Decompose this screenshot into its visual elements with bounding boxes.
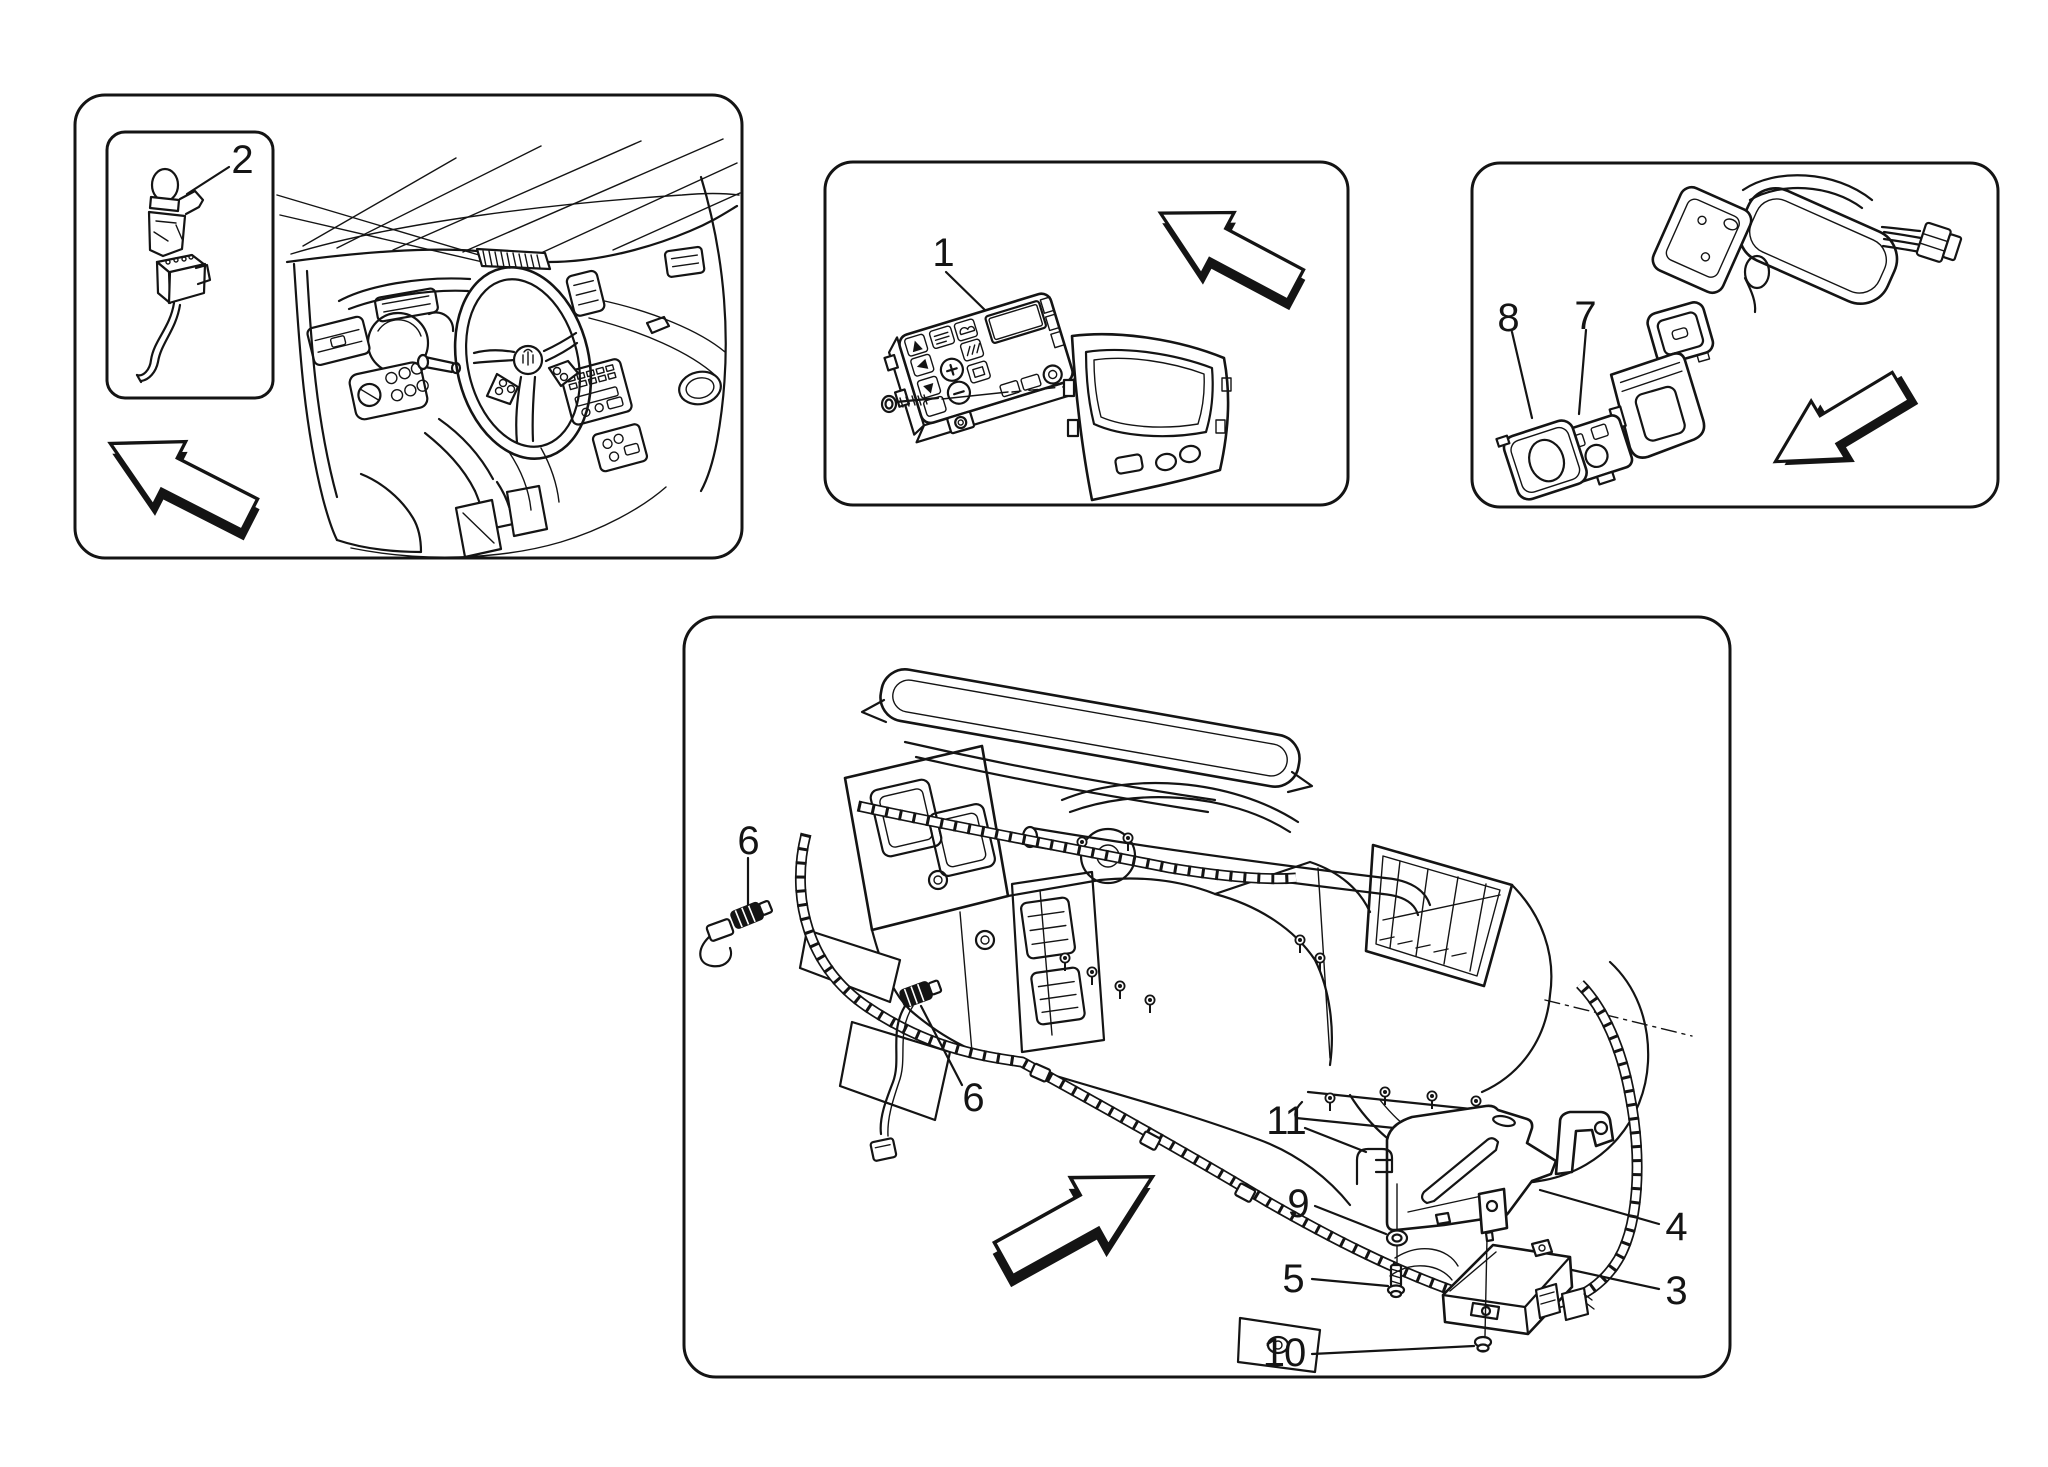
fastener-axis	[1484, 1237, 1488, 1337]
sensor-cover-8	[1495, 419, 1588, 501]
screw-axis	[941, 391, 1009, 400]
wiring-harness	[795, 800, 1643, 1312]
callout-9: 9	[1287, 1182, 1309, 1226]
clip-11	[1355, 1147, 1394, 1186]
callout-8-leader	[1510, 330, 1534, 420]
callout-5: 5	[1282, 1257, 1304, 1301]
screw-10	[1473, 1335, 1493, 1353]
callout-6-left: 6	[737, 819, 759, 863]
mirror-mount	[1651, 185, 1753, 295]
callout-6-right: 6	[962, 1076, 984, 1120]
mounting-ear	[946, 410, 976, 435]
callout-7: 7	[1574, 294, 1596, 338]
callout-2: 2	[231, 138, 253, 182]
grommet-9	[1385, 1229, 1409, 1247]
inset-box	[105, 130, 275, 400]
callout-8: 8	[1497, 296, 1519, 340]
callout-11: 11	[1266, 1099, 1307, 1143]
mounting-screw	[880, 394, 940, 414]
callout-10: 10	[1262, 1331, 1306, 1375]
steering-wheel	[453, 266, 593, 460]
panel-rearview-mirror	[1470, 161, 2000, 509]
control-module-3	[1389, 1238, 1595, 1336]
panel-border	[73, 93, 744, 560]
headlight-switch-panel	[348, 361, 429, 421]
callout-1: 1	[932, 231, 954, 275]
dashboard-illustration	[285, 138, 741, 559]
door-speaker	[678, 370, 722, 406]
left-air-vent	[306, 315, 371, 367]
temperature-probe-right	[869, 979, 943, 1162]
callout-4: 4	[1665, 1205, 1687, 1249]
panel-heater-unit	[682, 615, 1732, 1379]
callout-1-leader	[944, 270, 991, 316]
temperature-probe-left	[699, 899, 773, 968]
rain-light-sensor	[1646, 301, 1715, 370]
callout-7-leader	[1577, 328, 1588, 416]
ecu-bracket-4	[1385, 1104, 1615, 1243]
dashboard-bezel	[1062, 333, 1232, 502]
callout-2-leader	[185, 165, 231, 196]
locator-lines	[276, 194, 488, 264]
mirror-assembly	[1651, 174, 1963, 314]
harness-connector	[1915, 221, 1963, 263]
display-window	[984, 300, 1047, 344]
callout-3: 3	[1665, 1269, 1687, 1313]
climate-control-unit	[883, 292, 1077, 444]
sun-sensor-part	[135, 167, 212, 384]
panel-ac-control-unit	[823, 160, 1350, 507]
callout-leaders	[746, 856, 1661, 1356]
panel-dashboard-location	[73, 93, 744, 560]
cowl-seal	[879, 668, 1301, 788]
